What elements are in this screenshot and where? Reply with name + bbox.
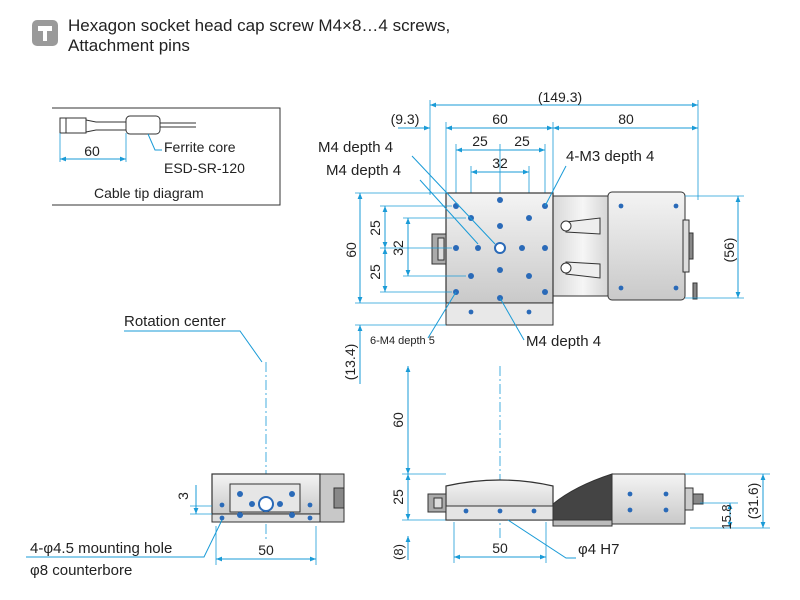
cable-tip-caption: Cable tip diagram xyxy=(94,185,204,201)
side-motor xyxy=(611,473,686,525)
v-dim-25a: 25 xyxy=(367,220,383,236)
label-m4-depth4-b: M4 depth 4 xyxy=(326,162,401,179)
v-dim-25b: 25 xyxy=(367,264,383,280)
screw-icon xyxy=(32,20,58,46)
side-v-dim-15-8: 15.8 xyxy=(719,504,734,529)
label-rotation-center: Rotation center xyxy=(124,313,226,330)
label-m4-depth4-a: M4 depth 4 xyxy=(318,139,393,156)
dim-32: 32 xyxy=(492,155,508,171)
ferrite-core xyxy=(125,115,161,135)
dim-3: 3 xyxy=(175,492,191,500)
front-dim-50: 50 xyxy=(258,542,274,558)
ferrite-label: Ferrite core xyxy=(164,139,236,155)
header: Hexagon socket head cap screw M4×8…4 scr… xyxy=(32,16,592,60)
label-6m4-depth5: 6-M4 depth 5 xyxy=(370,335,435,347)
side-v-dim-31-6: (31.6) xyxy=(745,483,761,520)
side-v-dim-60: 60 xyxy=(390,412,406,428)
dim-overall: (149.3) xyxy=(538,89,582,105)
title-line-2: Attachment pins xyxy=(68,36,190,55)
dim-25b: 25 xyxy=(514,133,530,149)
center-hole xyxy=(494,242,506,254)
dim-25a: 25 xyxy=(472,133,488,149)
side-view: 60 25 (8) xyxy=(390,366,770,563)
dim-table: 60 xyxy=(492,111,508,127)
cable-connector xyxy=(59,117,87,134)
motor-housing xyxy=(552,195,614,297)
motor-body xyxy=(607,191,686,301)
cable-tip-frame xyxy=(52,107,281,206)
top-view: (149.3) (9.3) 60 80 25 25 32 xyxy=(318,89,744,384)
title-line-1: Hexagon socket head cap screw M4×8…4 scr… xyxy=(68,16,451,35)
side-v-dim-8: (8) xyxy=(391,544,406,560)
cable-tip-diagram: 60 Ferrite core ESD-SR-120 Cable tip dia… xyxy=(52,107,281,206)
motor-knob xyxy=(688,232,694,260)
side-v-dim-25: 25 xyxy=(390,489,406,505)
front-view: Rotation center 3 xyxy=(26,313,345,579)
label-m3-depth4: 4-M3 depth 4 xyxy=(566,148,654,165)
dim-left: (9.3) xyxy=(391,111,420,127)
cable-dim-text: 60 xyxy=(84,143,100,159)
label-mounting-hole: 4-φ4.5 mounting hole xyxy=(30,540,172,557)
label-m4-depth4-c: M4 depth 4 xyxy=(526,333,601,350)
ferrite-part-number: ESD-SR-120 xyxy=(164,160,245,176)
v-dim-60: 60 xyxy=(343,242,359,258)
v-dim-56: (56) xyxy=(721,238,737,263)
v-dim-13-4: (13.4) xyxy=(342,344,358,381)
label-counterbore: φ8 counterbore xyxy=(30,562,132,579)
dim-motor: 80 xyxy=(618,111,634,127)
side-dim-50: 50 xyxy=(492,540,508,556)
v-dim-32: 32 xyxy=(390,240,406,256)
label-pin-h7: φ4 H7 xyxy=(578,541,619,558)
